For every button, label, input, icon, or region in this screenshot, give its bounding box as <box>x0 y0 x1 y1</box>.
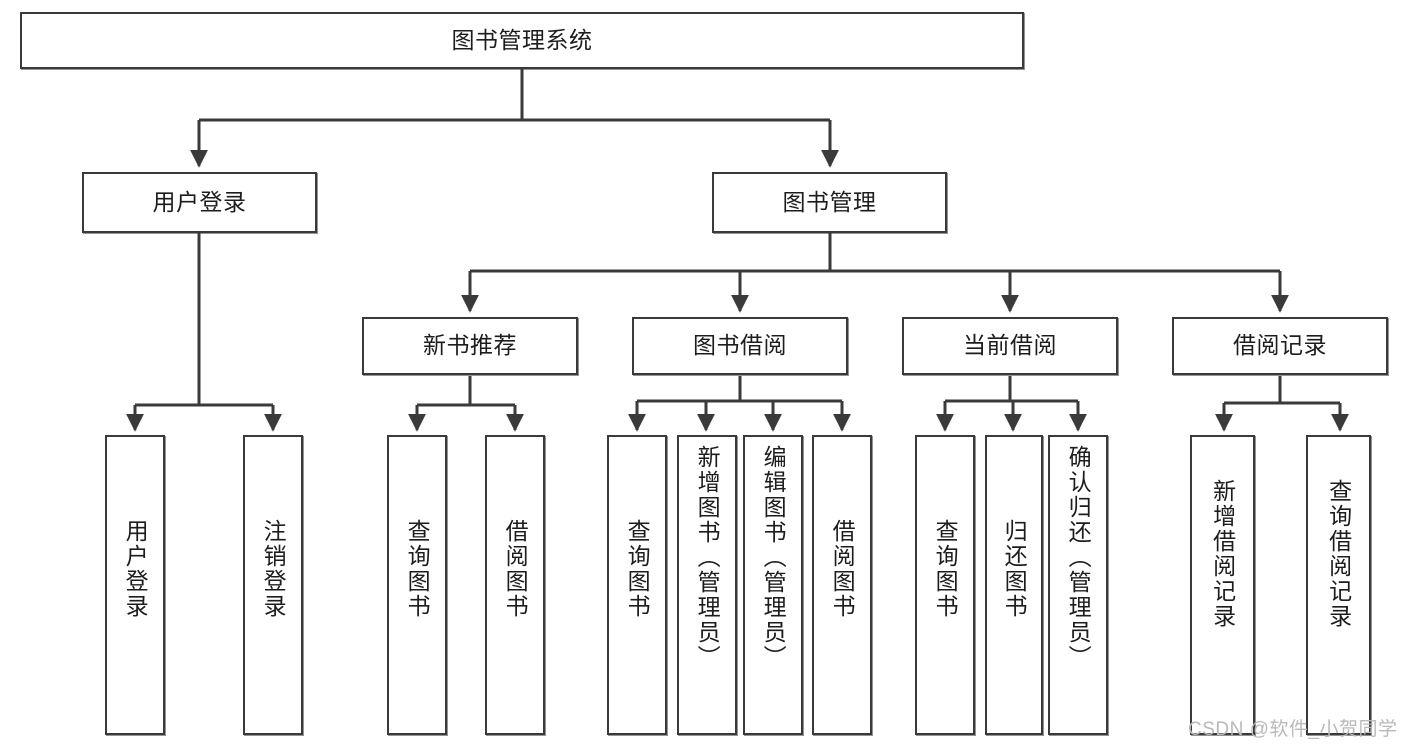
node-leaf-add-record-label: 新增借阅记录 <box>1209 479 1236 629</box>
node-leaf-borrow-book-2[interactable]: 借阅图书 <box>812 435 872 735</box>
node-current-borrow[interactable]: 当前借阅 <box>902 317 1118 375</box>
node-book-borrow[interactable]: 图书借阅 <box>632 317 848 375</box>
node-leaf-query-book-1-label: 查询图书 <box>404 519 431 619</box>
node-leaf-borrow-book-2-label: 借阅图书 <box>829 519 856 619</box>
node-user-login-label: 用户登录 <box>152 188 247 215</box>
node-current-borrow-label: 当前借阅 <box>963 332 1057 359</box>
node-leaf-borrow-book-1-label: 借阅图书 <box>502 519 529 619</box>
node-leaf-logout[interactable]: 注销登录 <box>243 435 303 735</box>
node-leaf-borrow-book-1[interactable]: 借阅图书 <box>485 435 545 735</box>
node-leaf-add-record[interactable]: 新增借阅记录 <box>1190 435 1255 735</box>
node-leaf-confirm-return[interactable]: 确认归还（管理员） <box>1048 435 1108 735</box>
node-leaf-add-book[interactable]: 新增图书（管理员） <box>677 435 737 735</box>
node-leaf-confirm-return-label: 确认归还（管理员） <box>1065 445 1092 670</box>
node-leaf-edit-book-label: 编辑图书（管理员） <box>760 445 787 670</box>
node-user-login[interactable]: 用户登录 <box>82 172 317 233</box>
node-leaf-logout-label: 注销登录 <box>260 519 287 619</box>
node-book-borrow-label: 图书借阅 <box>693 332 787 359</box>
node-leaf-add-book-label: 新增图书（管理员） <box>694 445 721 670</box>
node-borrow-record-label: 借阅记录 <box>1233 332 1327 359</box>
node-leaf-user-login-label: 用户登录 <box>122 519 149 619</box>
node-leaf-edit-book[interactable]: 编辑图书（管理员） <box>743 435 803 735</box>
node-borrow-record[interactable]: 借阅记录 <box>1172 317 1388 375</box>
node-leaf-query-record-label: 查询借阅记录 <box>1325 479 1352 629</box>
node-leaf-query-book-1[interactable]: 查询图书 <box>387 435 447 735</box>
node-leaf-query-book-2-label: 查询图书 <box>624 519 651 619</box>
node-leaf-return-book-label: 归还图书 <box>1001 519 1028 619</box>
node-leaf-return-book[interactable]: 归还图书 <box>985 435 1043 735</box>
node-root-system[interactable]: 图书管理系统 <box>20 12 1024 69</box>
node-book-management-label: 图书管理 <box>782 188 877 215</box>
csdn-watermark: CSDN @软件_小贺同学 <box>1188 719 1398 740</box>
node-new-book-recommend-label: 新书推荐 <box>423 332 517 359</box>
node-leaf-user-login[interactable]: 用户登录 <box>105 435 165 735</box>
node-root-system-label: 图书管理系统 <box>451 26 593 53</box>
node-leaf-query-book-2[interactable]: 查询图书 <box>607 435 667 735</box>
node-new-book-recommend[interactable]: 新书推荐 <box>362 317 578 375</box>
node-leaf-query-book-3-label: 查询图书 <box>932 519 959 619</box>
node-book-management[interactable]: 图书管理 <box>712 172 947 233</box>
node-leaf-query-record[interactable]: 查询借阅记录 <box>1306 435 1371 735</box>
node-leaf-query-book-3[interactable]: 查询图书 <box>915 435 975 735</box>
